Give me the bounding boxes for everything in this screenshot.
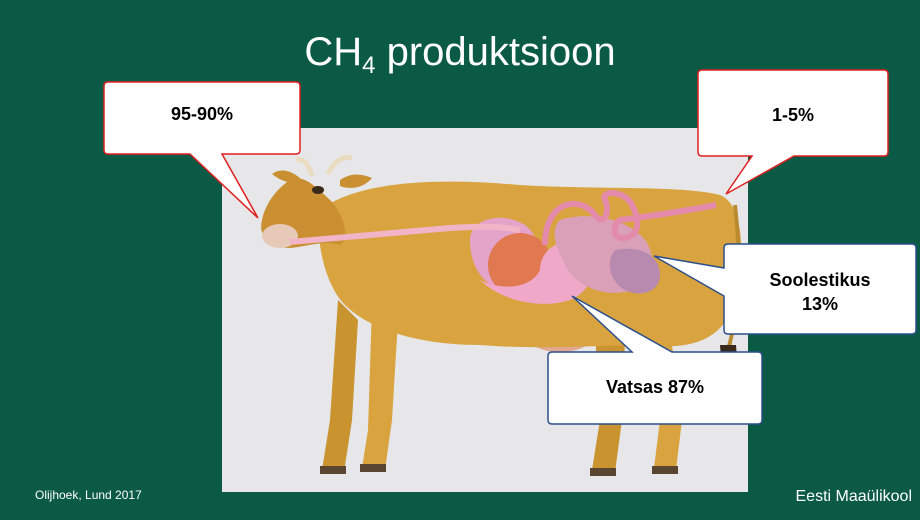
callout-mouth-label: 95-90% [104,104,300,125]
callout-intestines-name: Soolestikus [724,270,916,291]
callout-rear-label: 1-5% [698,105,888,126]
callout-mouth-shape [104,82,300,218]
callout-rumen-label: Vatsas 87% [548,377,762,398]
callout-rear-shape [698,70,888,194]
university-logo-text: Eesti Maaülikool [796,488,913,506]
cow-illustration [261,158,741,476]
callout-intestines-value: 13% [724,294,916,315]
source-citation: Olijhoek, Lund 2017 [35,488,142,502]
